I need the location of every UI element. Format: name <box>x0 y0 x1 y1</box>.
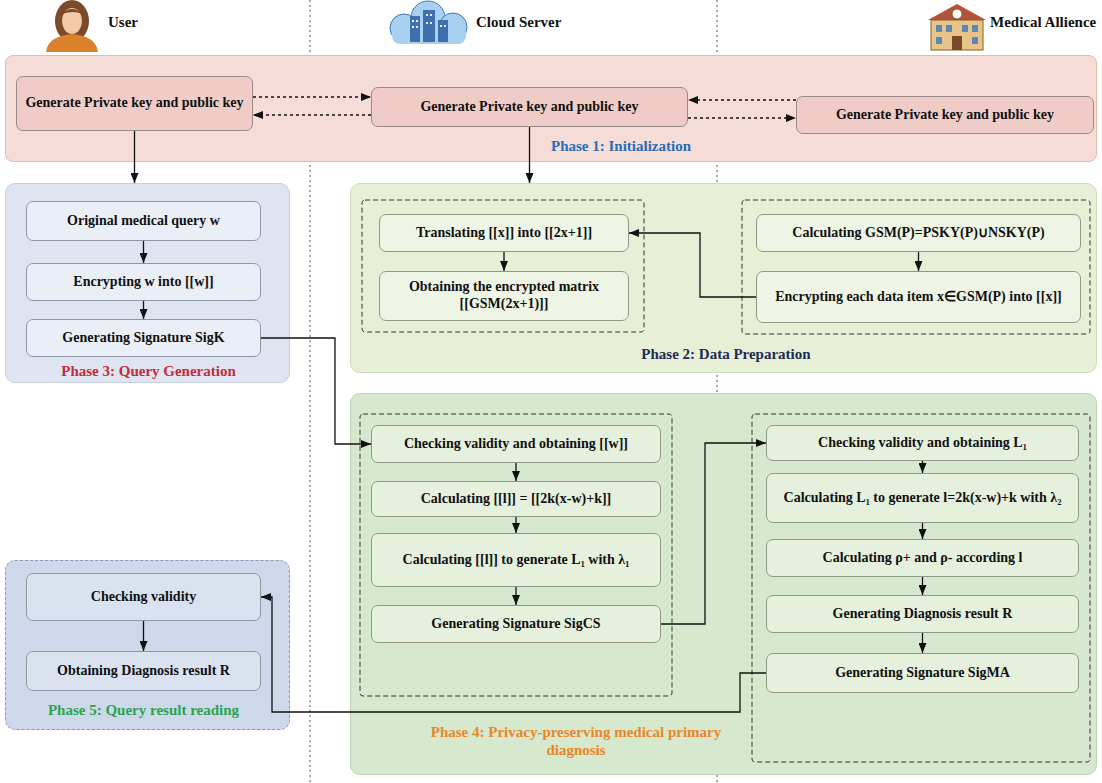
box-text: Original medical query w <box>67 213 220 230</box>
flow-arrow <box>529 127 530 183</box>
flow-arrow <box>629 233 756 297</box>
phase-panel: Phase 1: Initialization Generate Private … <box>5 55 1097 162</box>
phase-panel: Phase 5: Query result reading Checking va… <box>5 560 290 730</box>
flow-arrow <box>261 597 766 712</box>
flow-arrow <box>143 241 144 263</box>
flow-arrow <box>261 338 371 444</box>
box-text: Checking validity and obtaining L₁ <box>818 435 1027 452</box>
process-box: Calculating ρ+ and ρ- according l <box>766 539 1079 577</box>
column-heading: Cloud Server <box>476 14 561 31</box>
process-box: Generating Signature SigK <box>26 319 261 357</box>
process-box: Translating [[x]] into [[2x+1]] <box>379 214 629 252</box>
flow-arrow <box>922 523 923 539</box>
process-box: Generate Private key and public key <box>16 76 253 131</box>
phase-panel: Phase 3: Query Generation Original medica… <box>5 183 290 383</box>
box-text: Obtaining the encrypted matrix [[GSM(2x+… <box>388 279 620 313</box>
box-text: Generate Private key and public key <box>420 99 638 116</box>
key-exchange-arrow <box>253 114 371 115</box>
process-box: Generating Diagnosis result R <box>766 595 1079 633</box>
process-box: Checking validity and obtaining [[w]] <box>371 425 661 463</box>
box-text: Translating [[x]] into [[2x+1]] <box>416 225 592 242</box>
flow-arrow <box>143 301 144 319</box>
column-heading: User <box>108 14 138 31</box>
box-text: Encrypting w into [[w]] <box>73 274 213 291</box>
flow-arrow <box>143 621 144 651</box>
box-text: Generating Signature SigMA <box>835 665 1010 682</box>
phase-panel: Phase 4: Privacy-preserving medical prim… <box>350 393 1097 775</box>
box-text: Calculating GSM(P)=PSKY(P)∪NSKY(P) <box>792 225 1044 242</box>
flow-arrow <box>922 461 923 473</box>
box-text: Checking validity <box>91 589 196 606</box>
phase-label: Phase 2: Data Preparation <box>611 345 841 363</box>
flow-arrow <box>922 633 923 653</box>
flow-arrow <box>515 517 516 533</box>
hospital-icon <box>928 4 986 50</box>
phase-label: Phase 5: Query result reading <box>31 701 256 719</box>
box-text: Generate Private key and public key <box>836 107 1054 124</box>
process-box: Generate Private key and public key <box>796 96 1094 134</box>
process-box: Checking validity <box>26 573 261 621</box>
cloud-icon <box>390 1 467 44</box>
process-box: Generating Signature SigMA <box>766 653 1079 693</box>
box-text: Generating Signature SigCS <box>431 616 600 633</box>
process-box: Calculating GSM(P)=PSKY(P)∪NSKY(P) <box>756 214 1081 252</box>
process-box: Obtaining Diagnosis result R <box>26 651 261 691</box>
box-text: Generating Diagnosis result R <box>833 606 1013 623</box>
flow-arrow <box>922 577 923 595</box>
process-box: Checking validity and obtaining L₁ <box>766 425 1079 461</box>
dashed-group <box>362 200 644 332</box>
key-exchange-arrow <box>688 117 796 118</box>
flow-arrow <box>515 587 516 605</box>
phase-label: Phase 1: Initialization <box>536 137 706 155</box>
box-text: Calculating [[l]] to generate L₁ with λ₁ <box>403 552 630 569</box>
box-text: Calculating [[l]] = [[2k(x-w)+k]] <box>421 491 612 508</box>
flow-arrow <box>515 463 516 481</box>
process-box: Calculating [[l]] = [[2k(x-w)+k]] <box>371 481 661 517</box>
key-exchange-arrow <box>253 96 371 97</box>
dashed-group <box>752 414 1090 762</box>
box-text: Calculating ρ+ and ρ- according l <box>823 550 1023 567</box>
process-box: Encrypting w into [[w]] <box>26 263 261 301</box>
flow-arrow <box>661 443 766 624</box>
process-box: Obtaining the encrypted matrix [[GSM(2x+… <box>379 271 629 321</box>
flow-arrow <box>918 252 919 271</box>
flow-arrow <box>134 131 135 183</box>
process-box: Calculating L₁ to generate l=2k(x-w)+k w… <box>766 473 1079 523</box>
phase-panel: Phase 2: Data Preparation Translating [[x… <box>350 183 1097 373</box>
box-text: Encrypting each data item x∈GSM(P) into … <box>775 289 1062 306</box>
box-text: Generating Signature SigK <box>62 330 224 347</box>
user-icon <box>46 0 98 52</box>
process-box: Original medical query w <box>26 201 261 241</box>
box-text: Checking validity and obtaining [[w]] <box>404 436 628 453</box>
dashed-group <box>742 200 1090 334</box>
flow-arrow <box>503 252 504 271</box>
key-exchange-arrow <box>688 99 796 100</box>
box-text: Calculating L₁ to generate l=2k(x-w)+k w… <box>784 490 1062 507</box>
phase-label: Phase 4: Privacy-preserving medical prim… <box>426 723 726 759</box>
process-box: Generate Private key and public key <box>371 87 688 127</box>
box-text: Generate Private key and public key <box>25 95 243 112</box>
process-box: Encrypting each data item x∈GSM(P) into … <box>756 271 1081 323</box>
process-box: Calculating [[l]] to generate L₁ with λ₁ <box>371 533 661 587</box>
process-box: Generating Signature SigCS <box>371 605 661 643</box>
phase-label: Phase 3: Query Generation <box>41 362 256 380</box>
column-heading: Medical Allience <box>990 14 1096 31</box>
dashed-group <box>360 414 672 696</box>
box-text: Obtaining Diagnosis result R <box>57 663 230 680</box>
